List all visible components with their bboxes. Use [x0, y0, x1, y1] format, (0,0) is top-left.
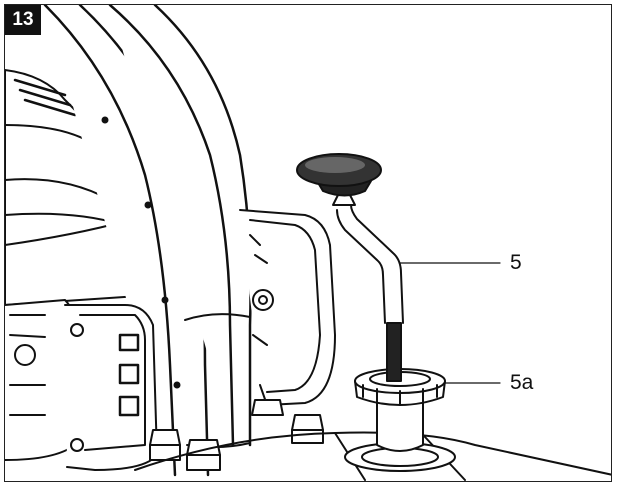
dipstick [296, 153, 404, 382]
engine-illustration [5, 5, 611, 481]
bolts [149, 399, 324, 471]
figure-frame: 13 5 5a [4, 4, 612, 482]
engine-block [5, 299, 158, 471]
callout-dipstick: 5 [510, 251, 522, 274]
figure-number: 13 [5, 5, 41, 35]
callout-oil-filler-cap: 5a [510, 371, 534, 394]
valve-cover [239, 209, 336, 406]
